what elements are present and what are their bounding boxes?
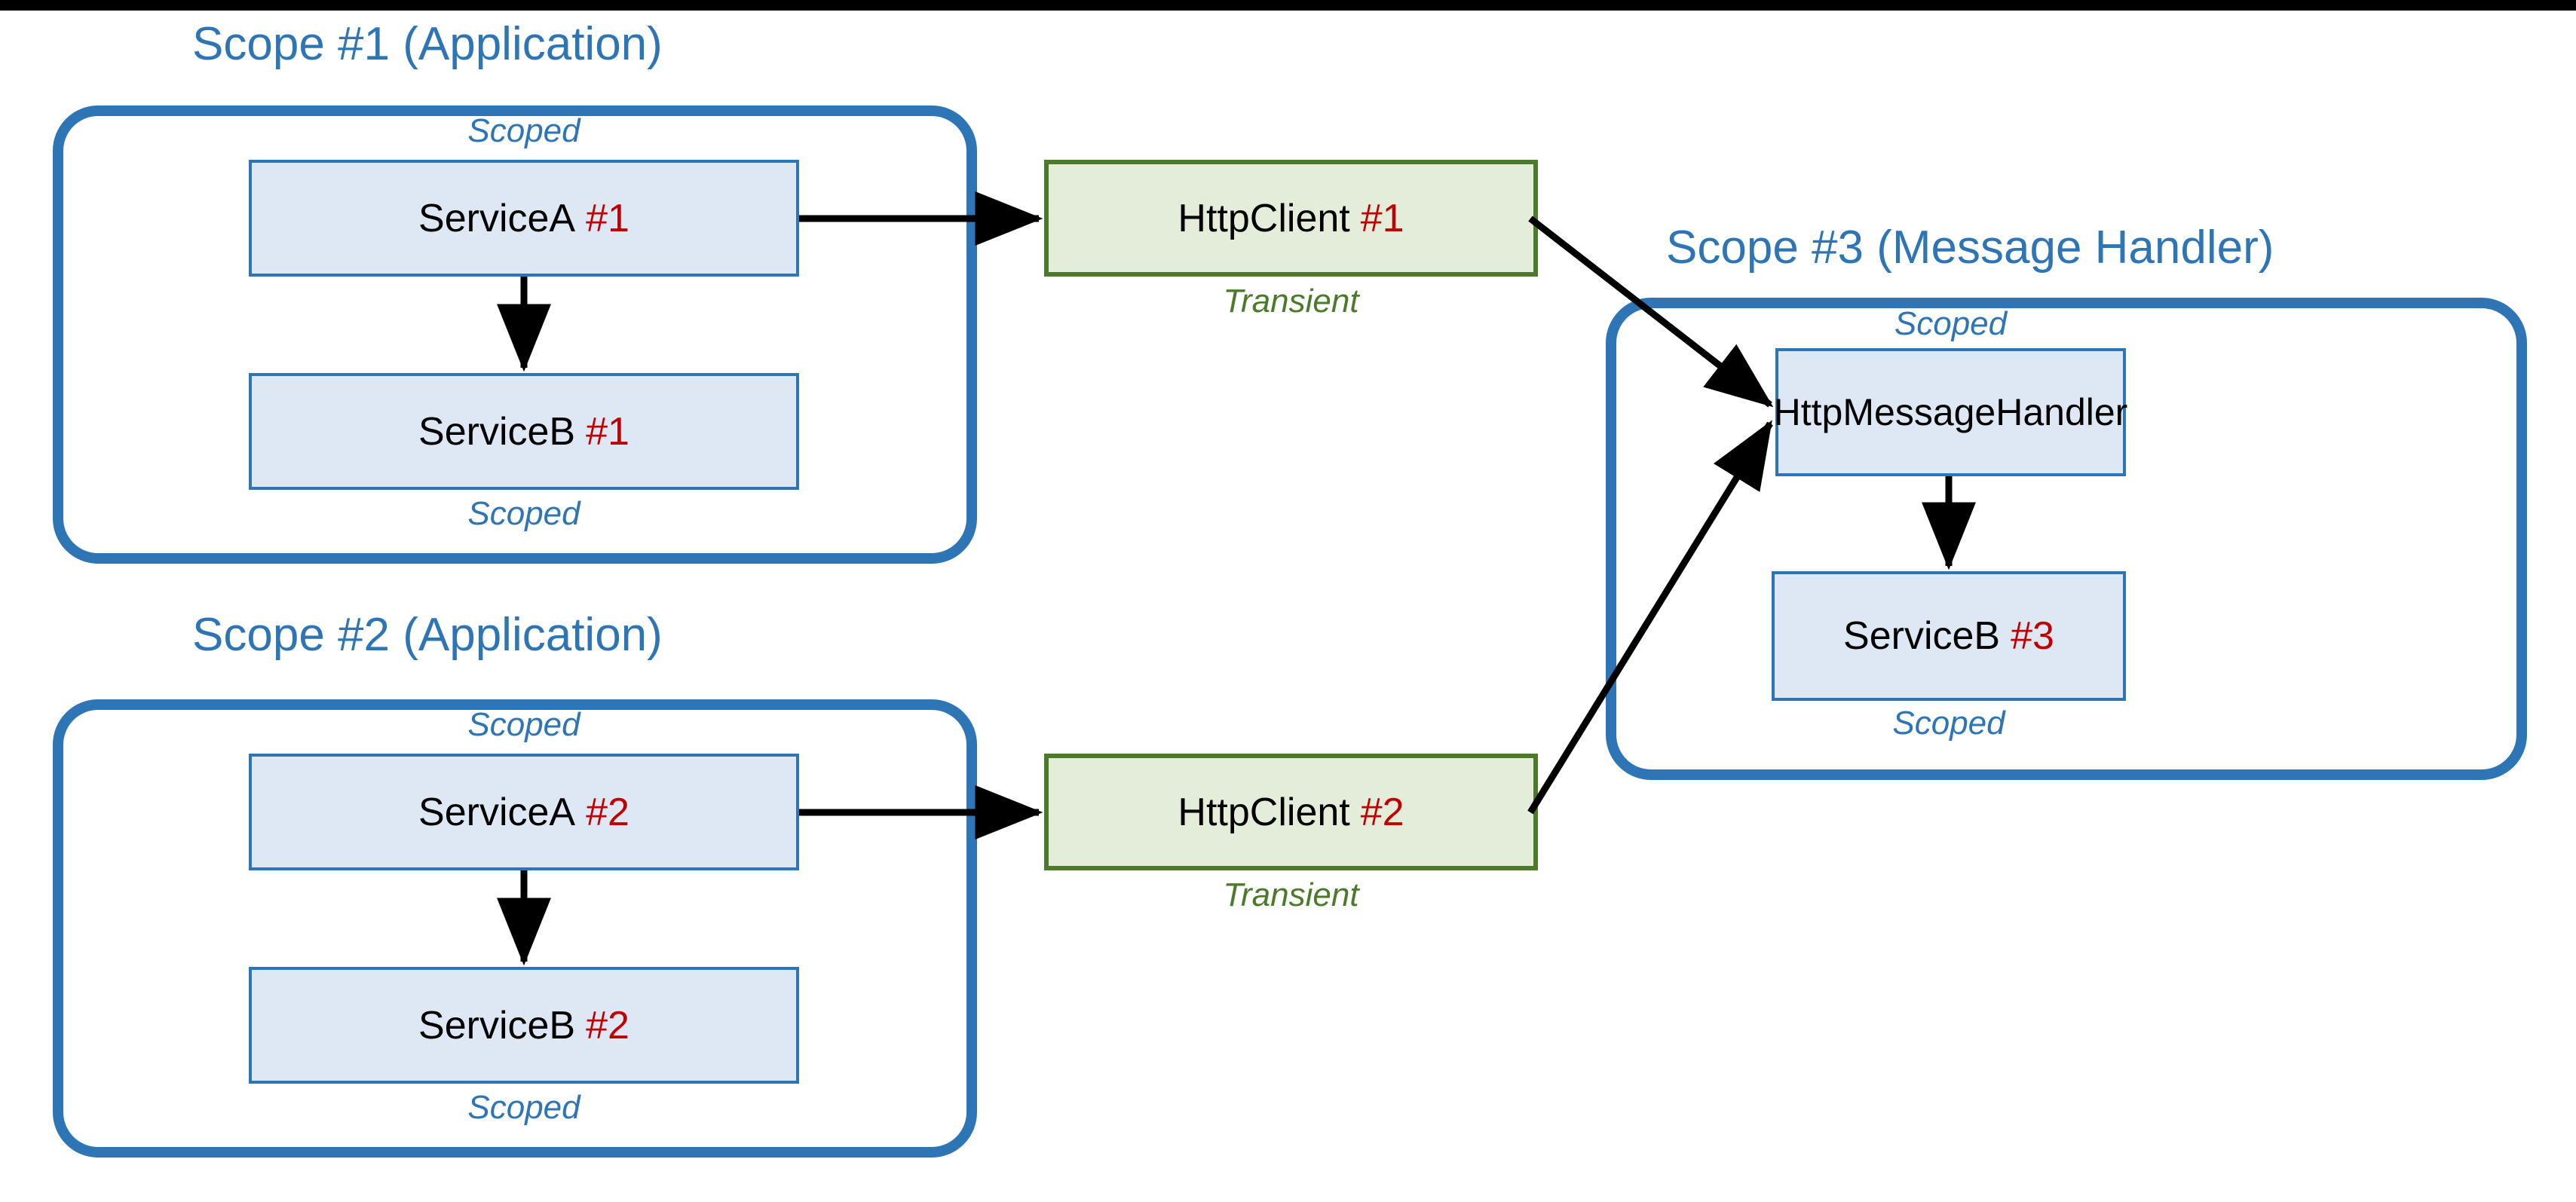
- scope-title-2: Scope #2 (Application): [192, 609, 663, 661]
- node-http-client-1[interactable]: HttpClient#1: [1044, 160, 1538, 277]
- lifetime-label-service-b-3: Scoped: [1892, 705, 2005, 742]
- lifetime-label-service-b-2: Scoped: [467, 1089, 580, 1126]
- node-index-service-b-2: #2: [586, 1003, 629, 1048]
- node-service-b-2[interactable]: ServiceB#2: [249, 967, 799, 1084]
- node-index-service-a-1: #1: [586, 196, 629, 240]
- node-service-a-1[interactable]: ServiceA#1: [249, 160, 799, 277]
- scope-title-3: Scope #3 (Message Handler): [1666, 222, 2274, 274]
- node-http-client-2[interactable]: HttpClient#2: [1044, 754, 1538, 870]
- node-label-service-a-2: ServiceA: [418, 790, 576, 834]
- lifetime-label-service-a-2: Scoped: [467, 706, 580, 743]
- node-index-service-b-3: #3: [2011, 614, 2054, 658]
- node-index-http-client-2: #2: [1360, 790, 1404, 834]
- lifetime-label-http-client-2: Transient: [1223, 876, 1359, 913]
- node-label-service-b-1: ServiceB: [418, 409, 576, 454]
- top-black-bar: [0, 0, 2576, 11]
- node-index-service-b-1: #1: [586, 409, 629, 454]
- lifetime-label-service-b-1: Scoped: [467, 495, 580, 532]
- node-service-b-3[interactable]: ServiceB#3: [1772, 571, 2126, 701]
- node-label-http-client-1: HttpClient: [1178, 196, 1350, 240]
- node-index-http-client-1: #1: [1360, 196, 1404, 240]
- node-index-service-a-2: #2: [586, 790, 629, 834]
- node-http-message-handler[interactable]: HttpMessageHandler: [1773, 348, 2128, 476]
- node-label-service-a-1: ServiceA: [418, 196, 576, 240]
- scope-title-1: Scope #1 (Application): [192, 18, 663, 70]
- lifetime-label-http-client-1: Transient: [1223, 283, 1359, 320]
- node-service-b-1[interactable]: ServiceB#1: [249, 373, 799, 490]
- node-label-service-b-3: ServiceB: [1843, 614, 2001, 658]
- lifetime-label-service-a-1: Scoped: [467, 112, 580, 149]
- lifetime-label-http-message-handler: Scoped: [1894, 305, 2008, 342]
- node-label-http-client-2: HttpClient: [1178, 790, 1350, 834]
- node-label-service-b-2: ServiceB: [418, 1003, 576, 1048]
- node-label-http-message-handler: HttpMessageHandler: [1773, 391, 2128, 433]
- scope-container-2: [53, 699, 977, 1158]
- node-service-a-2[interactable]: ServiceA#2: [249, 754, 799, 870]
